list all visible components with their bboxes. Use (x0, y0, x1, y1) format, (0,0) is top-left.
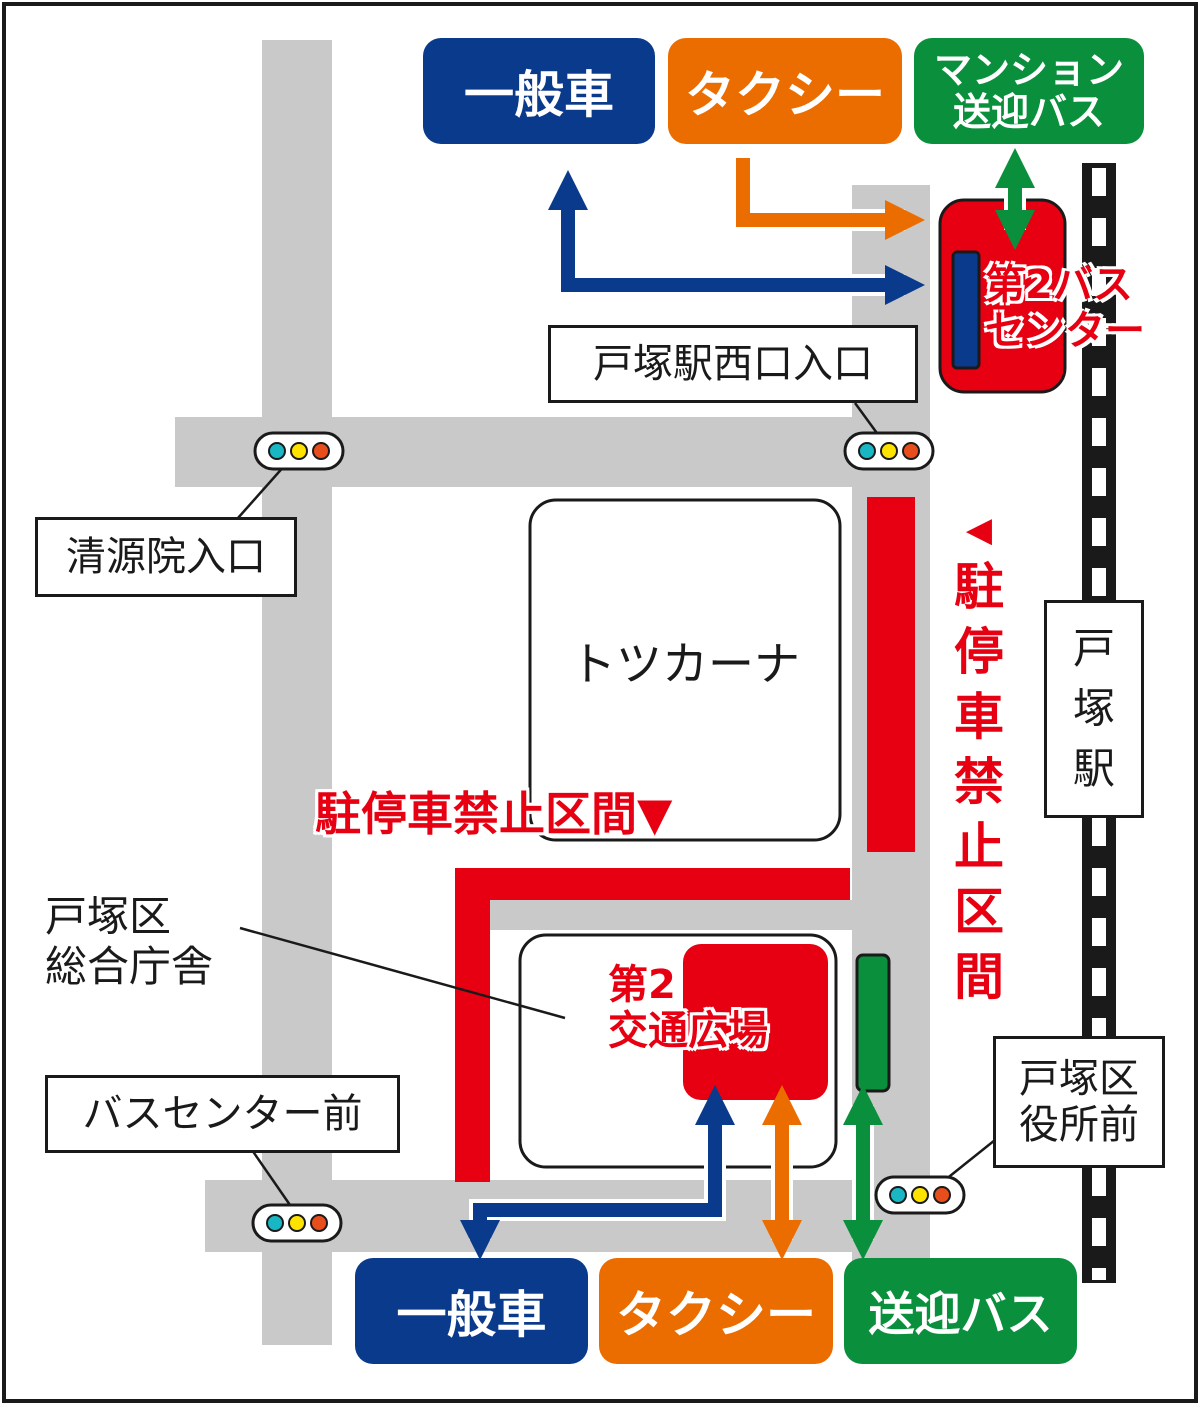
traffic-signal-4 (874, 1175, 966, 1215)
label-second-bus-center: 第2バス センター (985, 262, 1195, 354)
legend-top-taxi: タクシー (668, 38, 902, 144)
legend-top-car: 一般車 (423, 38, 655, 144)
label-ward-general-building: 戸塚区 総合庁舎 (45, 892, 265, 992)
legend-top-shuttle-line1: マンション (933, 48, 1124, 92)
station-char-1: 戸 (1072, 624, 1115, 673)
arrow-car-bottom (460, 1085, 735, 1260)
no-parking-v-mark: ◀ (965, 510, 993, 550)
arrow-car-top (548, 170, 925, 305)
no-parking-v-char-3: 車 (954, 688, 1004, 746)
totsukana-building (528, 498, 842, 842)
label-seigenin-entrance: 清源院入口 (35, 517, 297, 597)
legend-bottom-taxi: タクシー (599, 1258, 833, 1364)
label-ward-office-mae-line2: 役所前 (1019, 1102, 1139, 1148)
label-ward-general-building-line1: 戸塚区 (45, 892, 172, 941)
label-no-parking-horizontal: 駐停車禁止区間▼ (315, 787, 673, 841)
label-no-parking-vertical: ◀ 駐 停 車 禁 止 区 間 (944, 505, 1014, 1010)
second-traffic-plaza (683, 944, 828, 1100)
arrow-taxi-top (736, 158, 925, 240)
route-arrows (460, 148, 1035, 1260)
legend-bottom-car: 一般車 (355, 1258, 588, 1364)
station-char-2: 塚 (1072, 684, 1115, 733)
label-west-exit-entrance: 戸塚駅西口入口 (548, 325, 918, 403)
traffic-signal-2 (843, 431, 935, 471)
bus-center-bay (951, 250, 981, 370)
legend-bottom-shuttle: 送迎バス (844, 1258, 1077, 1364)
leader-kuyakusho (944, 1139, 996, 1181)
no-parking-v-char-6: 区 (954, 883, 1004, 941)
traffic-signal-1 (253, 431, 345, 471)
no-parking-v-char-5: 止 (954, 818, 1004, 876)
traffic-signal-3 (251, 1203, 343, 1243)
legend-top-shuttle: マンション 送迎バス (914, 38, 1144, 144)
label-totsuka-station: 戸 塚 駅 (1044, 600, 1144, 818)
no-parking-zone-east (867, 497, 915, 852)
label-totsukana: トツカーナ (570, 637, 800, 691)
leader-bus-center-mae (250, 1149, 292, 1206)
no-parking-zone-south (455, 868, 850, 1182)
shuttle-bay (855, 953, 891, 1093)
label-second-bus-center-line1: 第2バス (985, 262, 1133, 308)
label-second-traffic-plaza: 第2 交通広場 (608, 962, 818, 1054)
legend-top-shuttle-line2: 送迎バス (952, 90, 1105, 134)
label-second-bus-center-line2: センター (985, 308, 1145, 354)
station-char-3: 駅 (1072, 744, 1115, 793)
label-ward-general-building-line2: 総合庁舎 (45, 942, 214, 991)
label-ward-office-mae: 戸塚区 役所前 (993, 1036, 1165, 1168)
label-ward-office-mae-line1: 戸塚区 (1019, 1056, 1139, 1102)
label-second-traffic-plaza-line1: 第2 (608, 962, 676, 1008)
no-parking-v-char-2: 停 (954, 623, 1004, 681)
road-south-spur (456, 900, 852, 930)
label-second-traffic-plaza-line2: 交通広場 (608, 1008, 768, 1054)
no-parking-v-char-7: 間 (954, 948, 1004, 1006)
label-bus-center-mae: バスセンター前 (45, 1075, 400, 1153)
no-parking-v-char-4: 禁 (954, 753, 1004, 811)
no-parking-v-char-1: 駐 (954, 558, 1004, 616)
leader-sogo (239, 926, 566, 1020)
